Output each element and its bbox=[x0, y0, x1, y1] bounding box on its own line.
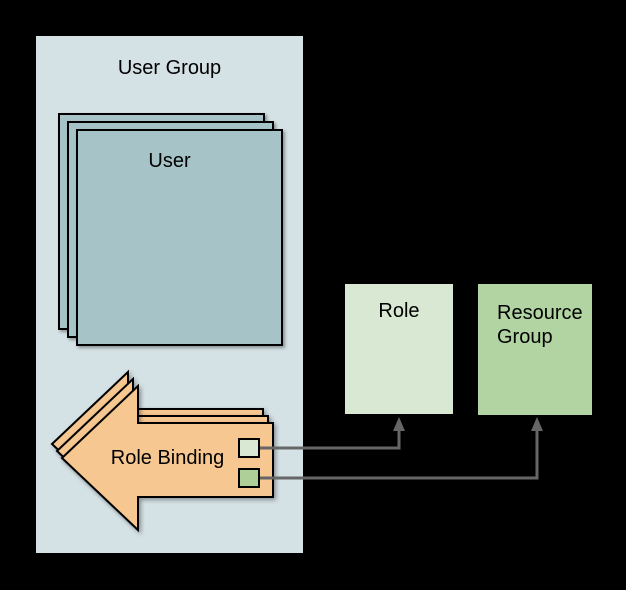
arrowhead-to-role-icon bbox=[393, 417, 405, 431]
role-binding-to-resource-group-connector bbox=[260, 430, 539, 480]
role-ref-swatch-icon bbox=[238, 438, 260, 458]
role-binding-to-role-connector bbox=[260, 430, 401, 450]
user-box-front bbox=[76, 129, 283, 346]
role-label: Role bbox=[378, 300, 420, 322]
role-binding-arrow-front bbox=[60, 383, 274, 533]
user-group-label: User Group bbox=[117, 57, 222, 79]
resource-group-ref-swatch-icon bbox=[238, 468, 260, 488]
resource-group-label: Resource Group bbox=[497, 302, 583, 348]
role-box: Role bbox=[345, 284, 453, 414]
role-binding-label: Role Binding bbox=[110, 447, 225, 469]
arrowhead-to-resource-group-icon bbox=[531, 417, 543, 431]
resource-group-box: Resource Group bbox=[478, 284, 592, 415]
user-label: User bbox=[148, 150, 191, 172]
